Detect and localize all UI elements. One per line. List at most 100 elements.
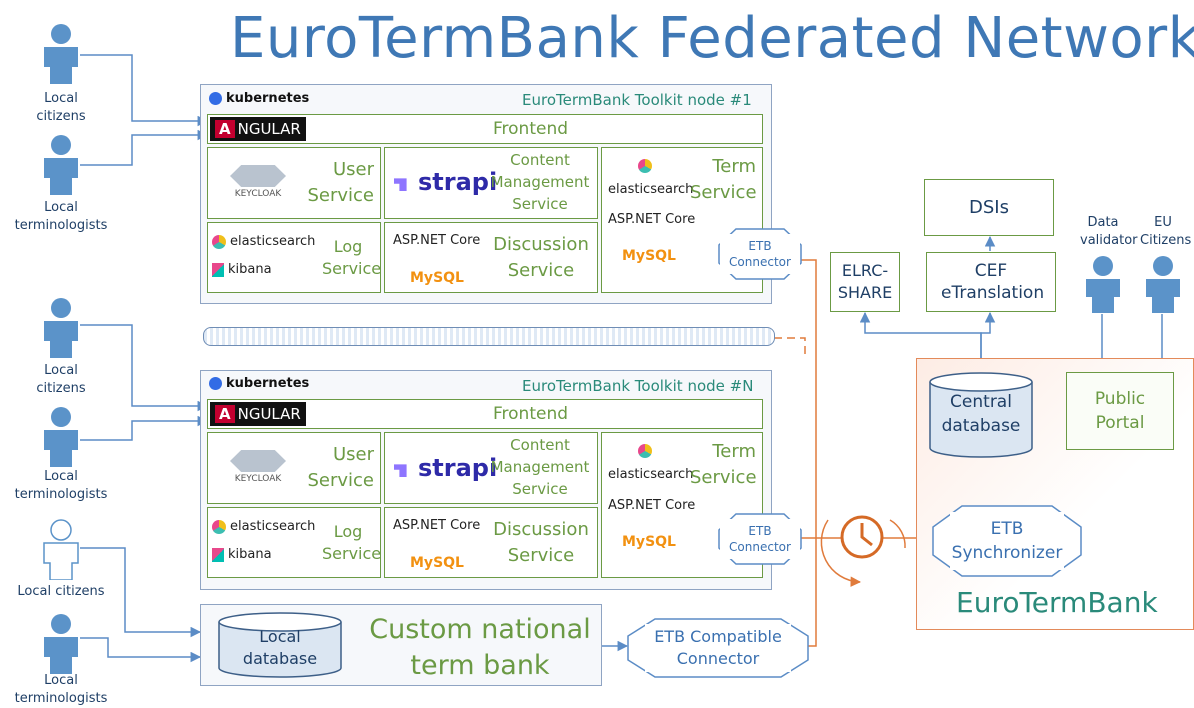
keycloak-logo-n: KEYCLOAK (226, 450, 290, 484)
sync-schedule-arc-top (889, 519, 906, 549)
log-service-label-1: Log Service (322, 237, 382, 278)
label-citizens-3: Local citizens (17, 584, 105, 599)
edge-terminologistsN-frontendN (80, 415, 209, 441)
strapi-icon (394, 178, 407, 191)
central-database-cylinder (929, 372, 1033, 458)
public-portal-label: Public Portal (1094, 389, 1146, 433)
user-service-box-1 (207, 147, 381, 219)
elrc-share-label: ELRC-SHARE (837, 261, 893, 302)
strapi-logo-1: strapi (394, 168, 497, 196)
log-service-box-1 (207, 222, 381, 293)
eu-citizens-label: EU Citizens (1140, 215, 1192, 248)
label-terminologists-2: Local terminologists (14, 469, 108, 502)
kubernetes-logo-n: kubernetes (209, 376, 309, 391)
edge-central-cef (980, 311, 996, 372)
etb-synchronizer-label: ETB Synchronizer (950, 512, 1064, 570)
keycloak-icon (230, 450, 286, 472)
eurotermbank-label: EuroTermBank (956, 586, 1158, 619)
person-data-validator (1080, 255, 1126, 317)
data-validator-label: Data validator (1080, 215, 1138, 248)
public-portal-box: Public Portal (1066, 372, 1174, 450)
mysql-logo-discussion-1: MySQL (410, 270, 464, 286)
term-service-label-1: Term Service (690, 156, 757, 203)
kibana-icon (212, 547, 224, 562)
dsis-box: DSIs (924, 179, 1054, 236)
elrc-share-box: ELRC-SHARE (830, 252, 900, 312)
person-citizens-1 (36, 22, 86, 88)
label-terminologists-1: Local terminologists (14, 200, 108, 233)
kibana-logo-n: kibana (212, 547, 272, 562)
person-terminologists-2 (36, 405, 86, 471)
frontend-label-n: Frontend (493, 404, 569, 424)
elastic-icon (212, 234, 226, 249)
edge-terminologists1-frontend1 (80, 129, 209, 166)
elastic-logo-log-1: elasticsearch (212, 234, 315, 249)
cef-etranslation-label: CEF eTranslation (941, 261, 1045, 303)
person-citizens-2 (36, 296, 86, 362)
elastic-logo-term-1: elasticsearch (608, 182, 694, 197)
edge-terminologists3-localdb (80, 637, 202, 663)
log-service-box-n (207, 507, 381, 578)
person-eu-citizens (1140, 255, 1186, 317)
edge-citizensN-frontendN (80, 324, 209, 412)
mysql-logo-term-n: MySQL (622, 534, 676, 550)
node-n-title: EuroTermBank Toolkit node #N (522, 377, 754, 395)
kubernetes-icon (209, 92, 222, 105)
strapi-icon (394, 464, 407, 477)
person-icon (44, 298, 78, 358)
mysql-logo-term-1: MySQL (622, 248, 676, 264)
custom-term-bank-title: Custom national term bank (369, 614, 591, 681)
page-title: EuroTermBank Federated Network (230, 6, 1194, 71)
frontend-label-1: Frontend (493, 119, 569, 139)
kubernetes-icon (209, 377, 222, 390)
mysql-logo-discussion-n: MySQL (410, 555, 464, 571)
aspnet-logo-discussion-n: ASP.NET Core (393, 518, 481, 533)
user-service-box-n (207, 432, 381, 504)
etb-compatible-connector-label: ETB Compatible Connector (645, 624, 791, 672)
elastic-logo-log-n: elasticsearch (212, 519, 315, 534)
person-outline-icon (43, 519, 79, 581)
edge-citizens1-frontend1 (80, 54, 209, 127)
person-icon (44, 135, 78, 195)
term-service-label-n: Term Service (690, 441, 757, 488)
sync-schedule-arc (820, 519, 862, 587)
label-citizens-1: Local citizens (36, 91, 86, 124)
content-service-box-n (384, 432, 598, 504)
person-icon (44, 614, 78, 674)
etb-connector-label-n: ETB Connector (720, 519, 800, 559)
central-database-label: Central database (941, 392, 1021, 436)
person-icon (44, 24, 78, 84)
log-service-label-n: Log Service (322, 522, 382, 563)
content-service-label-1: Content Management Service (490, 151, 590, 213)
strapi-logo-n: strapi (394, 454, 497, 482)
person-icon (1146, 256, 1180, 313)
kibana-logo-1: kibana (212, 262, 272, 277)
edge-citizens3-localdb (80, 547, 202, 638)
user-service-label-1: User Service (307, 159, 374, 206)
edge-nodeN-dashed (774, 337, 806, 355)
label-citizens-2: Local citizens (36, 363, 86, 396)
elastic-icon (638, 158, 652, 177)
elastic-icon (638, 443, 652, 462)
person-citizens-3 (36, 518, 86, 584)
person-icon (1086, 256, 1120, 313)
discussion-service-label-1: Discussion Service (493, 234, 589, 281)
node-1-title: EuroTermBank Toolkit node #1 (522, 91, 752, 109)
schedule-clock-icon (840, 515, 884, 559)
discussion-service-box-n (384, 507, 598, 578)
label-terminologists-3: Local terminologists (14, 673, 108, 706)
content-service-box-1 (384, 147, 598, 219)
edge-connector1-sync (800, 259, 817, 538)
aspnet-logo-discussion-1: ASP.NET Core (393, 233, 481, 248)
edge-compatible-sync (808, 538, 817, 647)
cef-etranslation-box: CEF eTranslation (926, 252, 1056, 312)
keycloak-icon (230, 165, 286, 187)
discussion-service-label-n: Discussion Service (493, 519, 589, 566)
aspnet-logo-term-1: ASP.NET Core (608, 212, 696, 227)
elastic-logo-term-n: elasticsearch (608, 467, 694, 482)
dsis-label: DSIs (969, 197, 1009, 218)
person-terminologists-3 (36, 612, 86, 678)
kubernetes-logo: kubernetes (209, 91, 309, 106)
